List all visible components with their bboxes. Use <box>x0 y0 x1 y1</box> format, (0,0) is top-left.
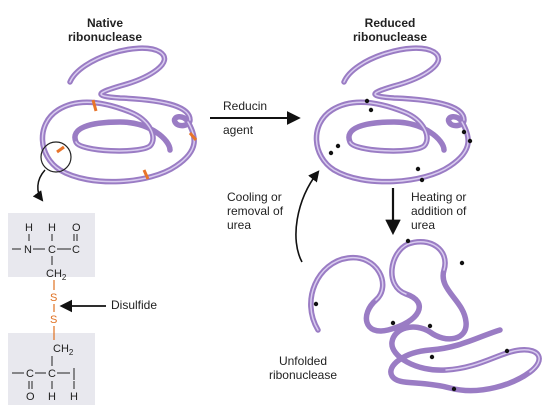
upper-residue-box <box>8 213 95 277</box>
heating-line-1: Heating or <box>411 190 467 204</box>
unfolded-thiol-dot-5 <box>427 323 433 329</box>
cooling-line-2: removal of <box>227 204 284 218</box>
chem-h2: H <box>48 222 56 234</box>
disulfide-bond-1 <box>91 99 98 112</box>
cooling-line-1: Cooling or <box>227 190 282 204</box>
chem-o1: O <box>72 222 81 234</box>
native-title: Native ribonuclease <box>55 16 155 44</box>
disulfide-label: Disulfide <box>111 298 158 312</box>
unfolded-thiol-dot-4 <box>459 260 465 266</box>
reduced-title-line-2: ribonuclease <box>352 30 428 44</box>
reduced-title: Reduced ribonuclease <box>335 16 445 44</box>
native-chain-highlight <box>41 47 195 183</box>
chem-n: N <box>24 244 32 256</box>
chem-c2: C <box>72 244 80 256</box>
heating-line-3: urea <box>411 218 436 232</box>
unfolded-thiol-dot-2 <box>390 320 396 326</box>
native-chain <box>39 45 197 185</box>
chem-c1: C <box>48 244 56 256</box>
unfolded-chain-highlight <box>310 241 540 373</box>
chem-h4: H <box>70 391 78 403</box>
reduced-protein <box>313 45 473 185</box>
chem-ch2-upper: CH2 <box>46 268 67 282</box>
native-protein <box>32 45 198 202</box>
reducing-agent-line-2: agent <box>223 123 254 137</box>
reduced-title-line-1: Reduced <box>364 16 416 30</box>
disulfide-bond-4 <box>142 169 150 180</box>
heating-line-2: addition of <box>411 204 467 218</box>
chem-h3: H <box>48 391 56 403</box>
reduced-chain-highlight <box>315 47 469 183</box>
unfolded-chain <box>308 239 542 394</box>
chemical-structure: H H O N C C CH2 S S CH2 C C O <box>8 213 106 405</box>
refold-arrow <box>295 170 320 263</box>
cooling-line-3: urea <box>227 218 252 232</box>
sulfur-1: S <box>50 292 57 304</box>
lower-residue-box <box>8 333 95 405</box>
unfolded-thiol-dot-1 <box>313 301 319 307</box>
unfolded-label: Unfolded ribonuclease <box>248 354 358 382</box>
chem-ch2-lower: CH2 <box>53 343 74 357</box>
unfolded-thiol-dot-8 <box>451 386 457 392</box>
unfolded-protein <box>308 238 542 394</box>
cooling-label: Cooling or removal of urea <box>227 190 307 232</box>
zoom-circle <box>40 141 72 173</box>
unfolded-line-2: ribonuclease <box>268 368 338 382</box>
chem-c4: C <box>48 368 56 380</box>
thiol-dot-6 <box>467 138 473 144</box>
reducing-agent-label: Reducin agent <box>223 99 303 137</box>
zoom-arrow <box>32 169 46 202</box>
thiol-dot-7 <box>415 166 421 172</box>
heating-label: Heating or addition of urea <box>411 190 501 232</box>
thiol-dot-8 <box>419 177 425 183</box>
unfolded-thiol-dot-3 <box>405 238 411 244</box>
thiol-dot-3 <box>328 150 334 156</box>
thiol-dot-2 <box>368 107 374 113</box>
unfolded-thiol-dot-6 <box>429 354 435 360</box>
unfolded-line-1: Unfolded <box>278 354 328 368</box>
sulfur-2: S <box>50 314 57 326</box>
chem-o2: O <box>26 391 35 403</box>
thiol-dot-4 <box>335 143 341 149</box>
reduced-chain <box>313 45 471 185</box>
thiol-dot-1 <box>364 98 370 104</box>
unfolded-thiol-dot-7 <box>504 348 510 354</box>
disulfide-bond-2 <box>56 145 65 154</box>
native-title-line-1: Native <box>86 16 124 30</box>
native-title-line-2: ribonuclease <box>67 30 143 44</box>
reducing-agent-line-1: Reducin <box>223 99 268 113</box>
chem-c3: C <box>26 368 34 380</box>
disulfide-bond-3 <box>188 132 198 141</box>
chem-h1: H <box>25 222 33 234</box>
thiol-dot-5 <box>461 129 467 135</box>
